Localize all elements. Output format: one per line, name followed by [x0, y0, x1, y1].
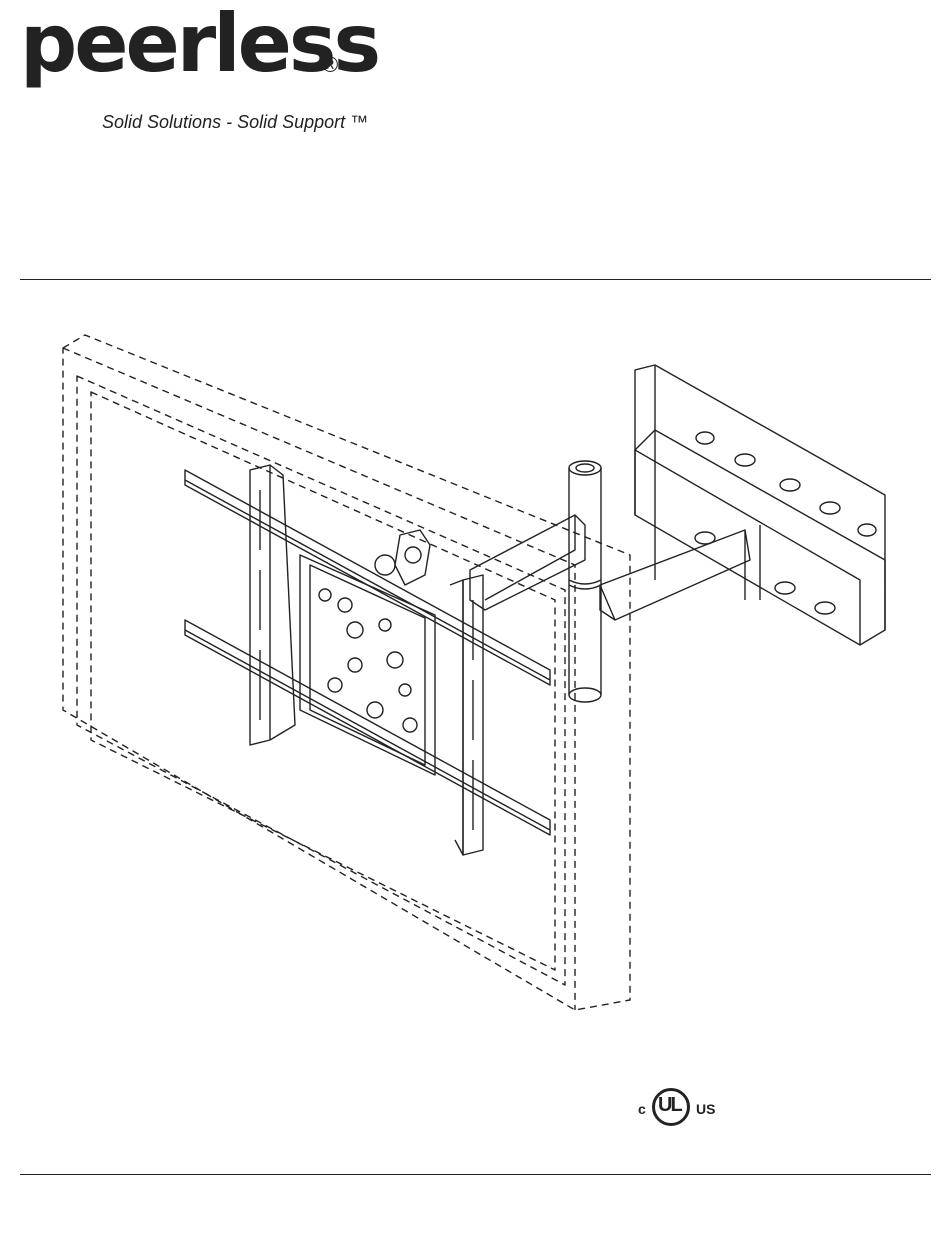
tilt-knob	[375, 530, 430, 585]
tagline: Solid Solutions - Solid Support ™	[102, 112, 368, 133]
ul-label: UL	[658, 1094, 681, 1117]
top-divider	[20, 279, 931, 280]
adapter-plate	[300, 555, 435, 775]
ul-c-label: c	[638, 1101, 646, 1117]
pivot-column	[569, 461, 601, 702]
horizontal-rails	[185, 470, 550, 835]
peerless-logo: peerless ® Solid Solutions - Solid Suppo…	[20, 18, 380, 138]
tv-outline	[63, 335, 630, 1010]
ul-us-label: US	[696, 1101, 715, 1117]
bottom-divider	[20, 1174, 931, 1175]
extension-arm-rear	[600, 530, 750, 620]
vertical-bracket-right	[450, 575, 483, 855]
wall-plate	[635, 365, 885, 645]
mount-illustration	[55, 330, 895, 1020]
vertical-bracket-left	[250, 465, 295, 745]
registered-mark: ®	[322, 52, 338, 78]
ul-certification-mark: c UL US	[630, 1084, 730, 1134]
